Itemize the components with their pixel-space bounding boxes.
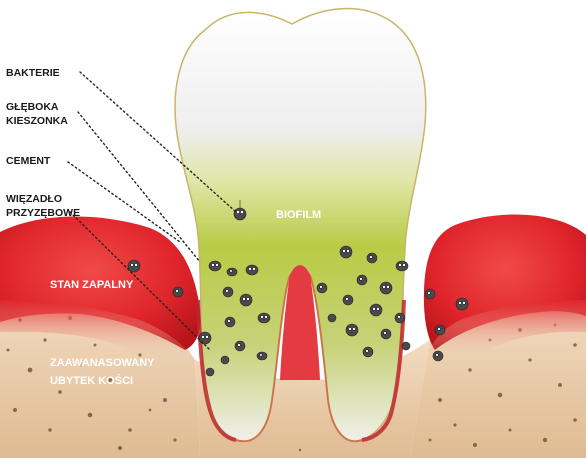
label-biofilm: BIOFILM: [276, 209, 321, 221]
label-gleboka-line2: KIESZONKA: [6, 115, 68, 127]
label-wiezadlo-line1: WIĘZADŁO: [6, 193, 62, 205]
label-cement: CEMENT: [6, 155, 51, 167]
label-stan-zapalny: STAN ZAPALNY: [50, 279, 134, 291]
label-gleboka-line1: GŁĘBOKA: [6, 101, 59, 113]
label-ubytek-line2: UBYTEK KOŚCI: [50, 374, 133, 387]
label-ubytek-line1: ZAAWANASOWANY: [50, 357, 155, 369]
label-bakterie: BAKTERIE: [6, 67, 60, 79]
label-wiezadlo-line2: PRZYZĘBOWE: [6, 207, 80, 219]
